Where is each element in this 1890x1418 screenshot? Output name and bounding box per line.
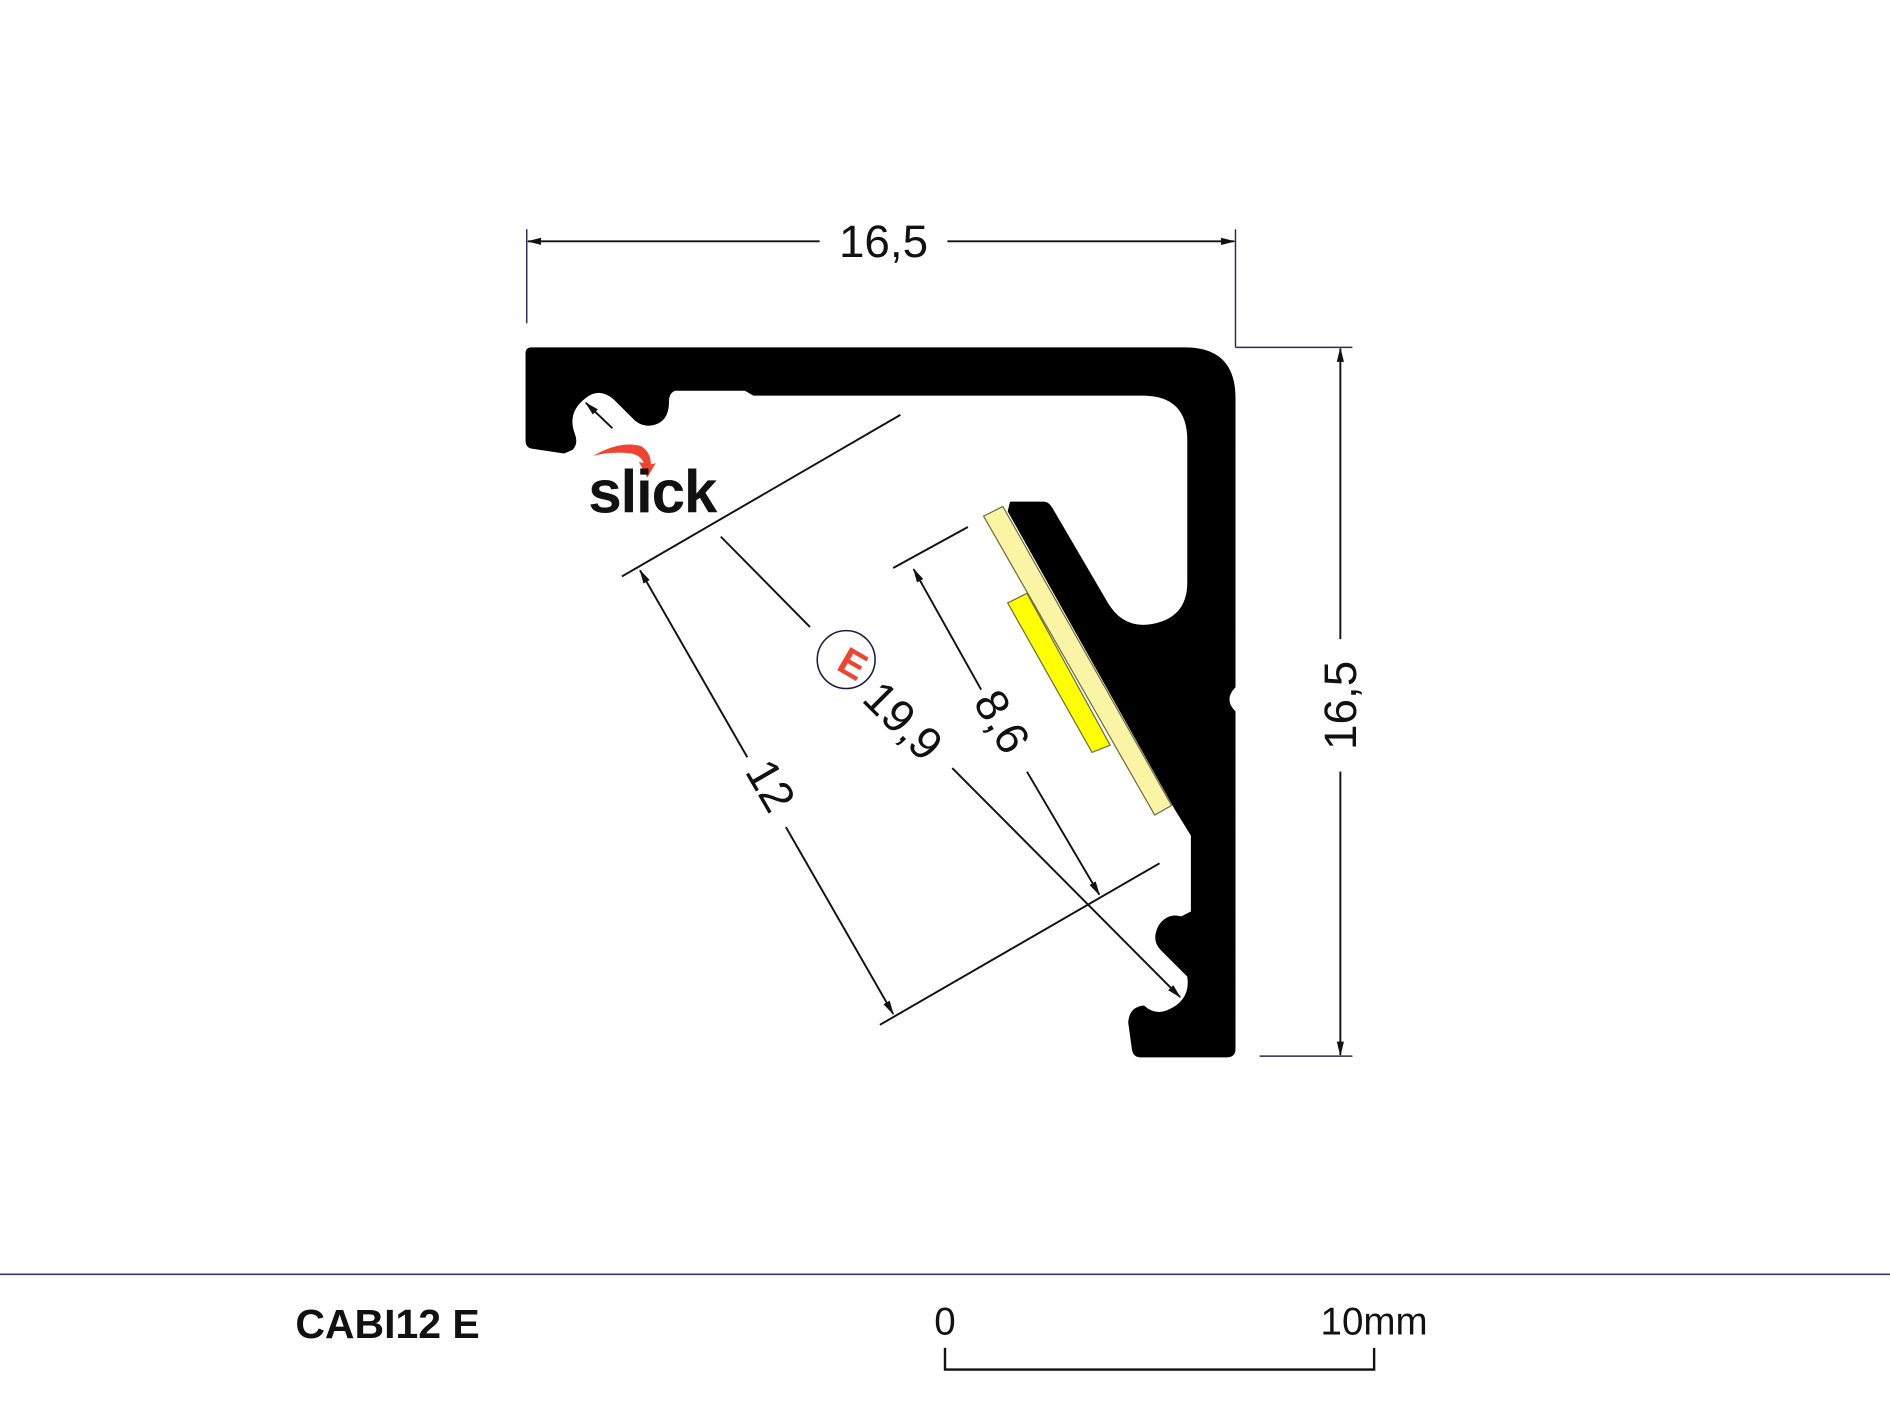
product-name: CABI12 E — [295, 1301, 479, 1347]
height-label: 16,5 — [1315, 661, 1366, 750]
scale-start-label: 0 — [934, 1301, 955, 1344]
height-dimension: 16,5 — [1259, 347, 1366, 1057]
logo-arrow-icon — [593, 444, 656, 478]
led-strip — [1006, 592, 1111, 754]
logo-text: slick — [588, 458, 718, 526]
diagonal-12-label: 12 — [736, 751, 806, 821]
diagonal-8-6-label: 8,6 — [964, 681, 1040, 762]
scale-bar: 0 10mm — [934, 1301, 1428, 1371]
diffuser-strip — [982, 505, 1173, 816]
e-badge: E — [816, 629, 876, 689]
diagonal-19-9-label: 19,9 — [853, 671, 952, 770]
width-dimension: 16,5 — [526, 216, 1353, 349]
aluminium-profile — [525, 347, 1236, 1058]
scale-end-label: 10mm — [1321, 1301, 1428, 1344]
width-label: 16,5 — [839, 216, 928, 267]
slick-logo: slick — [588, 444, 719, 526]
